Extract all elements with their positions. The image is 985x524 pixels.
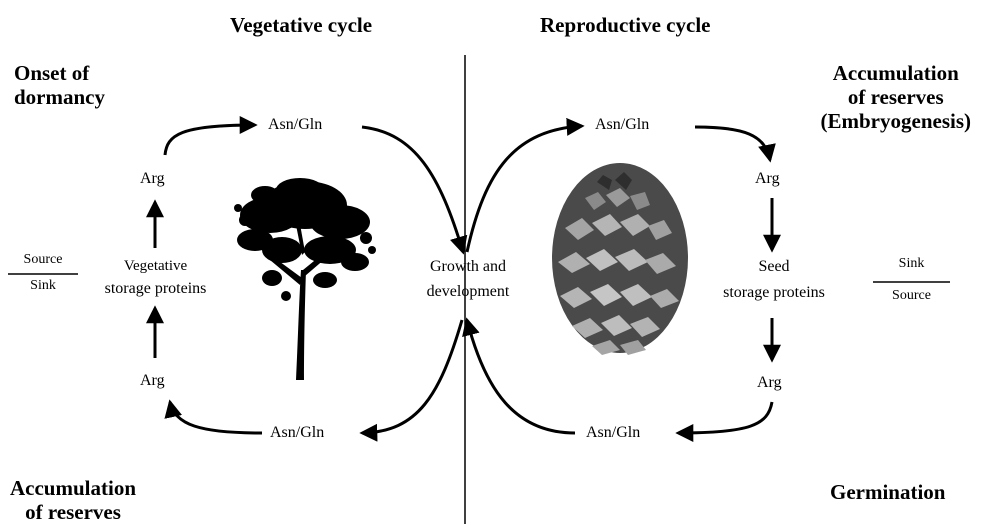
arrow-asngln-to-growth-right-bottom xyxy=(467,320,575,433)
pine-tree-image xyxy=(234,178,376,380)
label-germination: Germination xyxy=(830,480,946,504)
node-vegetative-storage-line1: Vegetative xyxy=(88,258,223,275)
node-asn-gln-bottom-left: Asn/Gln xyxy=(270,424,324,442)
arrow-arg-to-asngln-bottom-right xyxy=(678,402,772,433)
arrow-asngln-to-growth-left-top xyxy=(362,127,463,252)
header-reproductive-cycle: Reproductive cycle xyxy=(540,13,710,37)
label-accumulation-of-reserves: Accumulation of reserves xyxy=(10,476,136,524)
node-seed-storage-line1: Seed xyxy=(712,258,836,276)
arrow-asngln-to-arg-top-right xyxy=(695,127,770,160)
node-asn-gln-top-right: Asn/Gln xyxy=(595,116,649,134)
node-asn-gln-top-left: Asn/Gln xyxy=(268,116,322,134)
node-growth-line2: development xyxy=(413,283,523,301)
pine-cone-image xyxy=(552,163,688,355)
node-vegetative-storage-line2: storage proteins xyxy=(88,280,223,298)
label-onset-of-dormancy: Onset of dormancy xyxy=(14,61,105,109)
node-arg-top-left: Arg xyxy=(140,170,165,188)
node-arg-top-right: Arg xyxy=(755,170,780,188)
arrow-growth-to-asngln-bottom-left xyxy=(362,320,462,433)
header-vegetative-cycle: Vegetative cycle xyxy=(230,13,372,37)
ratio-numerator-right: Sink xyxy=(873,256,950,272)
arrow-asngln-to-arg-bottom-left xyxy=(170,402,262,433)
label-accumulation-embryogenesis: Accumulation of reserves (Embryogenesis) xyxy=(821,61,972,133)
node-arg-bottom-left: Arg xyxy=(140,372,165,390)
ratio-numerator-left: Source xyxy=(8,252,78,268)
node-asn-gln-bottom-right: Asn/Gln xyxy=(586,424,640,442)
node-seed-storage-line2: storage proteins xyxy=(712,284,836,302)
ratio-denominator-left: Sink xyxy=(8,278,78,294)
ratio-denominator-right: Source xyxy=(873,288,950,304)
node-arg-bottom-right: Arg xyxy=(757,374,782,392)
arrow-arg-to-asngln-top-left xyxy=(165,125,255,155)
node-growth-line1: Growth and xyxy=(413,258,523,276)
